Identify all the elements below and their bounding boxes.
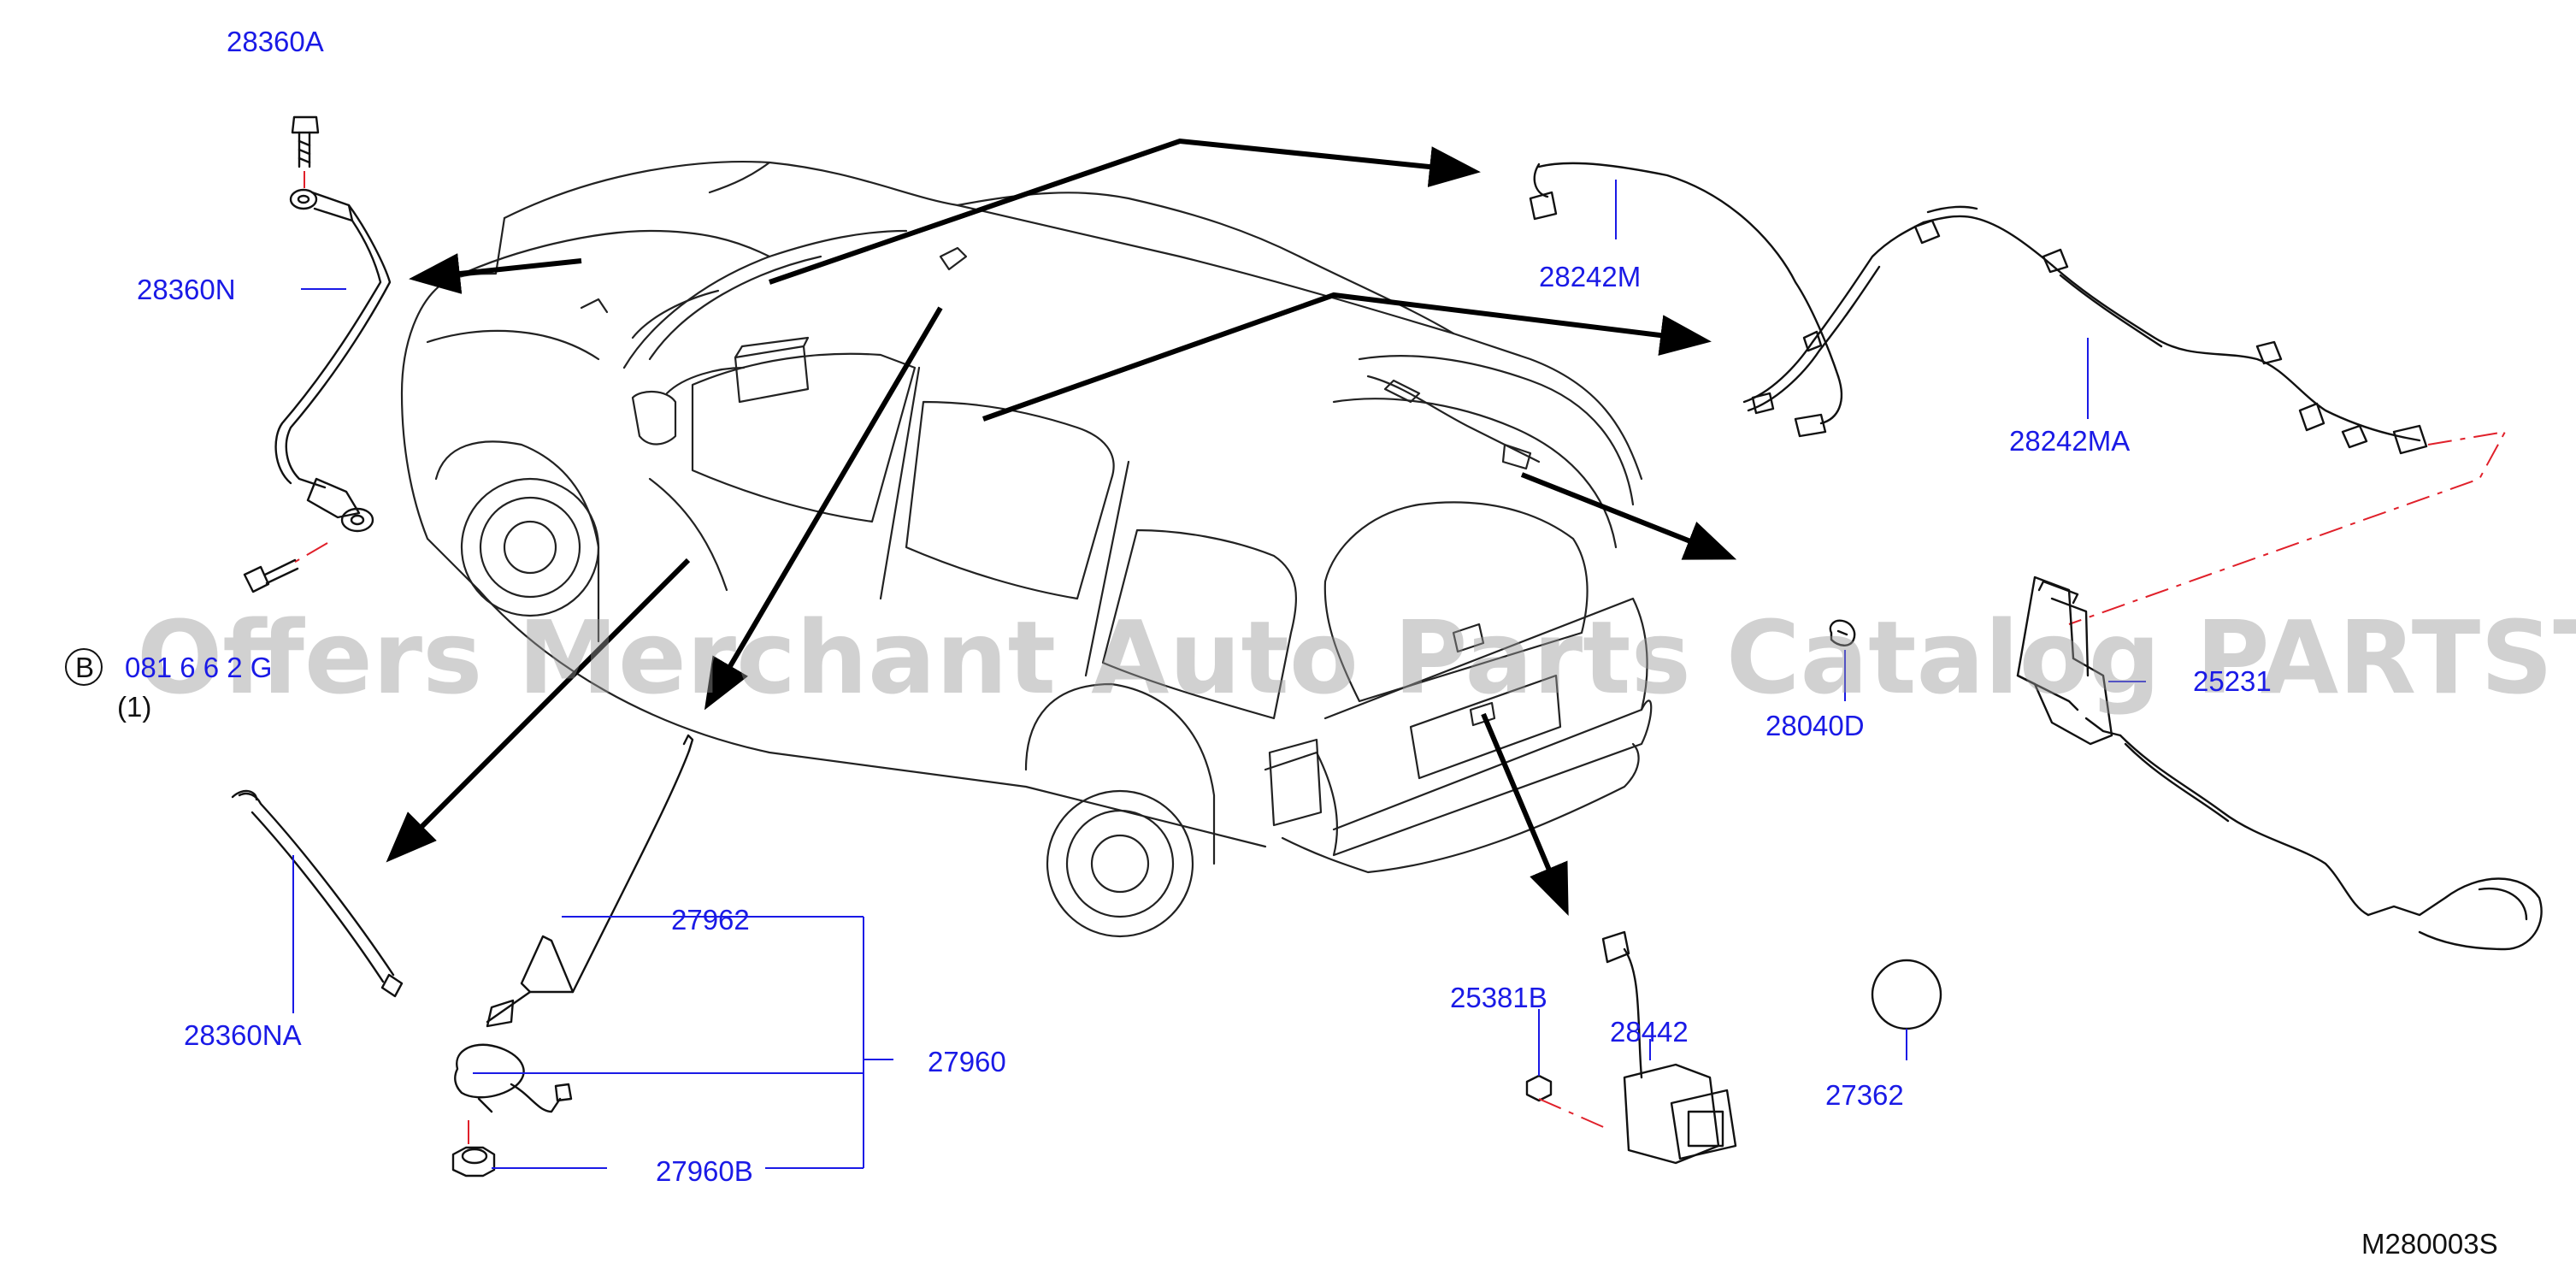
antenna-27962-part (486, 734, 694, 1028)
watermark-text: Offers Merchant Auto Parts Catalog PARTS… (137, 599, 2576, 717)
screw-25381B-part (1525, 1074, 1553, 1102)
vehicle-outline (400, 161, 1653, 938)
screw-dash-line (1538, 1098, 1608, 1130)
camera-28442-part (1601, 930, 1737, 1165)
strap-28360NA-part (231, 789, 404, 998)
callout-arrows (386, 138, 1737, 917)
harness-dash-line (2068, 430, 2507, 625)
label-27960B[interactable]: 27960B (656, 1155, 753, 1187)
arrow-to-28242MA (981, 292, 1712, 422)
label-28242MA[interactable]: 28242MA (2009, 425, 2130, 457)
label-28040D[interactable]: 28040D (1765, 710, 1865, 741)
label-27362[interactable]: 27362 (1825, 1079, 1904, 1111)
arrow-to-28442 (1481, 712, 1569, 917)
nut-27960B-part (451, 1146, 496, 1178)
label-25231[interactable]: 25231 (2193, 665, 2272, 697)
label-27962[interactable]: 27962 (671, 904, 750, 936)
label-28360A[interactable]: 28360A (227, 26, 324, 57)
bolt2-dash-line (290, 542, 328, 565)
diagram-code: M280003S (2361, 1228, 2498, 1260)
badge-letter: B (75, 652, 94, 683)
badge-circle-icon (65, 648, 103, 686)
bolt-28360A-part (291, 115, 320, 168)
label-28442[interactable]: 28442 (1610, 1016, 1689, 1048)
arrow-to-28360N (409, 253, 582, 294)
label-28242M[interactable]: 28242M (1539, 261, 1641, 292)
label-08116[interactable]: 081 6 6 2 G (125, 652, 272, 683)
arrow-to-25231 (1520, 472, 1737, 560)
harness-28242MA-part (1742, 205, 2428, 455)
ground-strap-28360N-part (274, 188, 392, 533)
label-28360NA[interactable]: 28360NA (184, 1019, 302, 1051)
label-25381B[interactable]: 25381B (1450, 982, 1547, 1013)
label-28360N[interactable]: 28360N (137, 274, 236, 305)
clip-28040D-part (1829, 619, 1856, 646)
antenna-base-27960-part (454, 1043, 573, 1113)
arrow-to-28360NA (386, 558, 691, 863)
label-27960[interactable]: 27960 (928, 1046, 1006, 1077)
module-25231-part (2016, 575, 2543, 951)
leader-lines (292, 180, 2089, 1169)
harness-28242M-part (1529, 162, 1843, 438)
label-08116-qty: (1) (117, 691, 151, 723)
arrow-to-27962 (704, 306, 943, 711)
bolt-08116-part (243, 558, 299, 593)
arrow-to-28242M (769, 138, 1481, 285)
cap-27362-part (1871, 959, 1942, 1030)
